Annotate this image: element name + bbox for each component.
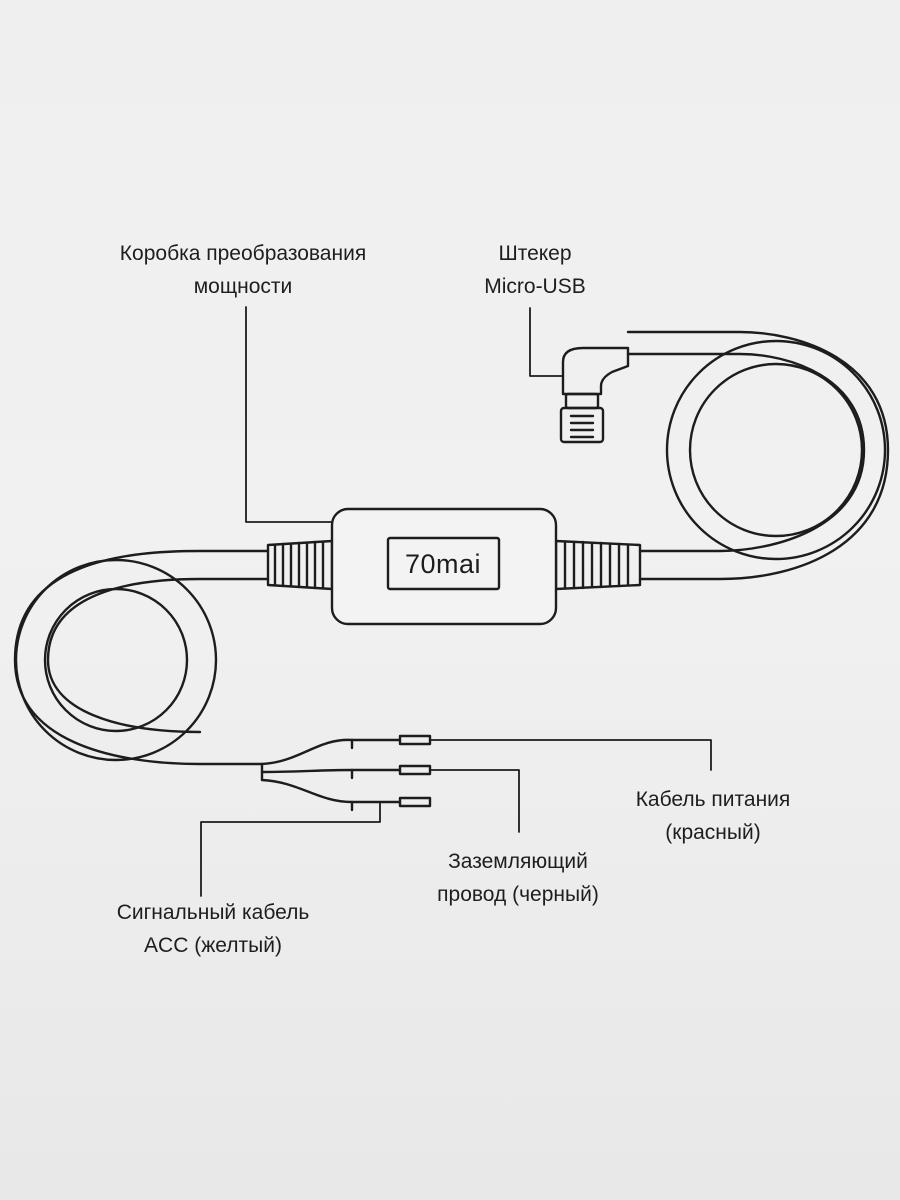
label-ground-wire: Заземляющий провод (черный) — [396, 845, 640, 911]
wire-terminals — [398, 734, 432, 808]
label-power-cable: Кабель питания (красный) — [580, 783, 846, 849]
right-cable-coil — [626, 330, 890, 581]
brand-logo-frame — [386, 536, 501, 591]
label-line: Кабель питания — [635, 788, 791, 811]
micro-usb-plug — [559, 346, 630, 444]
label-line: мощности — [193, 275, 293, 298]
label-line: Заземляющий — [448, 850, 588, 873]
label-line: провод (черный) — [437, 883, 599, 906]
right-strain-relief — [554, 539, 642, 591]
leader-lines — [200, 306, 712, 897]
label-micro-usb-plug: Штекер Micro-USB — [440, 237, 630, 303]
label-power-converter-box: Коробка преобразования мощности — [60, 237, 426, 303]
left-strain-relief — [266, 539, 334, 591]
label-line: (красный) — [665, 821, 761, 844]
label-acc-signal-cable: Сигнальный кабель ACC (желтый) — [68, 896, 358, 962]
left-cable-coil — [13, 549, 270, 766]
label-line: Micro-USB — [484, 275, 586, 298]
label-line: Коробка преобразования — [119, 242, 367, 265]
label-line: Штекер — [498, 242, 572, 265]
label-line: ACC (желтый) — [144, 934, 282, 957]
label-line: Сигнальный кабель — [116, 901, 310, 924]
split-wires — [260, 738, 402, 812]
brand-logo: 70mai — [405, 549, 481, 579]
